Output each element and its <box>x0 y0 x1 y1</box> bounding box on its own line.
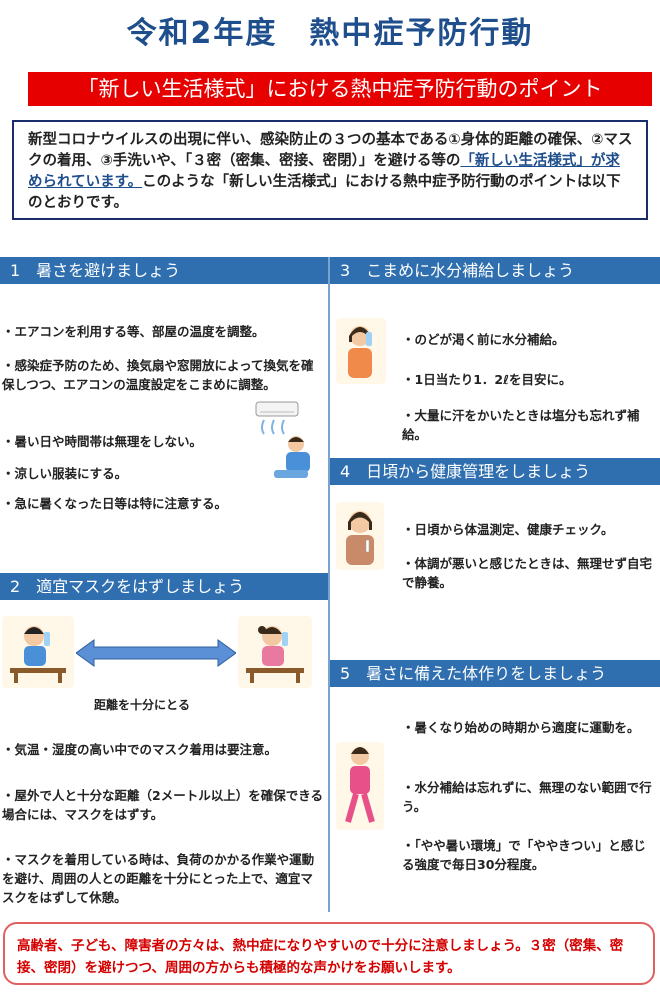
s1-item-4: ・涼しい服装にする。 <box>2 466 128 481</box>
s2-item-2: ・屋外で人と十分な距離（2メートル以上）を確保できる場合には、マスクをはずす。 <box>2 788 323 822</box>
woman-walking-illustration <box>336 742 384 830</box>
s4-item-1: ・日頃から体温測定、健康チェック。 <box>402 522 614 537</box>
intro-highlight: 「新しい生活様式」が求められています。 <box>28 153 620 190</box>
s2-item-3: ・マスクを着用している時は、負荷のかかる作業や運動を避け、周囲の人との距離を十分… <box>2 852 315 905</box>
s4-item-2: ・体調が悪いと感じたときは、無理せず自宅で静養。 <box>402 556 653 590</box>
woman-drinking-illustration <box>336 318 386 384</box>
s1-item-3: ・暑い日や時間帯は無理をしない。 <box>2 434 203 449</box>
intro-box: 新型コロナウイルスの出現に伴い、感染防止の３つの基本である①身体的距離の確保、②… <box>12 120 648 220</box>
s1-item-5: ・急に暑くなった日等は特に注意する。 <box>2 496 228 511</box>
s5-item-3: ・「やや暑い環境」で「ややきつい」と感じる強度で毎日30分程度。 <box>402 838 646 872</box>
intro-text-1: 新型コロナウイルスの出現に伴い、感染防止の３つの基本である①身体的距離の確保、②… <box>28 132 633 169</box>
section-3-heading: 3 こまめに水分補給しましょう <box>330 257 660 284</box>
air-conditioner-illustration <box>250 400 326 490</box>
points-banner: 「新しい生活様式」における熱中症予防行動のポイント <box>28 72 652 106</box>
s3-item-3: ・大量に汗をかいたときは塩分も忘れず補給。 <box>402 408 640 442</box>
s3-item-2: ・1日当たり1．2ℓを目安に。 <box>402 372 572 387</box>
s2-item-1: ・気温・湿度の高い中でのマスク着用は要注意。 <box>2 742 278 757</box>
s3-item-1: ・のどが渇く前に水分補給。 <box>402 332 565 347</box>
girl-drinking-illustration <box>238 616 312 688</box>
page-title: 令和2年度 熱中症予防行動 <box>126 16 534 51</box>
section-5-heading: 5 暑さに備えた体作りをしましょう <box>330 660 660 687</box>
footer-notice: 高齢者、子ども、障害者の方々は、熱中症になりやすいので十分に注意しましょう。３密… <box>3 922 655 985</box>
woman-thermometer-illustration <box>336 502 384 570</box>
intro-text-2: このような「新しい生活様式」における熱中症予防行動のポイントは以下のとおりです。 <box>28 174 621 211</box>
section-1-heading: 1 暑さを避けましょう <box>0 257 328 284</box>
distance-arrow-icon <box>75 638 237 668</box>
s5-item-2: ・水分補給は忘れずに、無理のない範囲で行う。 <box>402 780 652 814</box>
distance-caption: 距離を十分にとる <box>94 698 191 712</box>
section-4-heading: 4 日頃から健康管理をしましょう <box>330 458 660 485</box>
s1-item-2: ・感染症予防のため、換気扇や窓開放によって換気を確保しつつ、エアコンの温度設定を… <box>2 358 314 392</box>
section-2-heading: 2 適宜マスクをはずしましょう <box>0 573 328 600</box>
column-divider <box>328 257 330 912</box>
s1-item-1: ・エアコンを利用する等、部屋の温度を調整。 <box>2 324 265 339</box>
s5-item-1: ・暑くなり始めの時期から適度に運動を。 <box>402 720 640 735</box>
person-drinking-illustration <box>2 616 74 688</box>
